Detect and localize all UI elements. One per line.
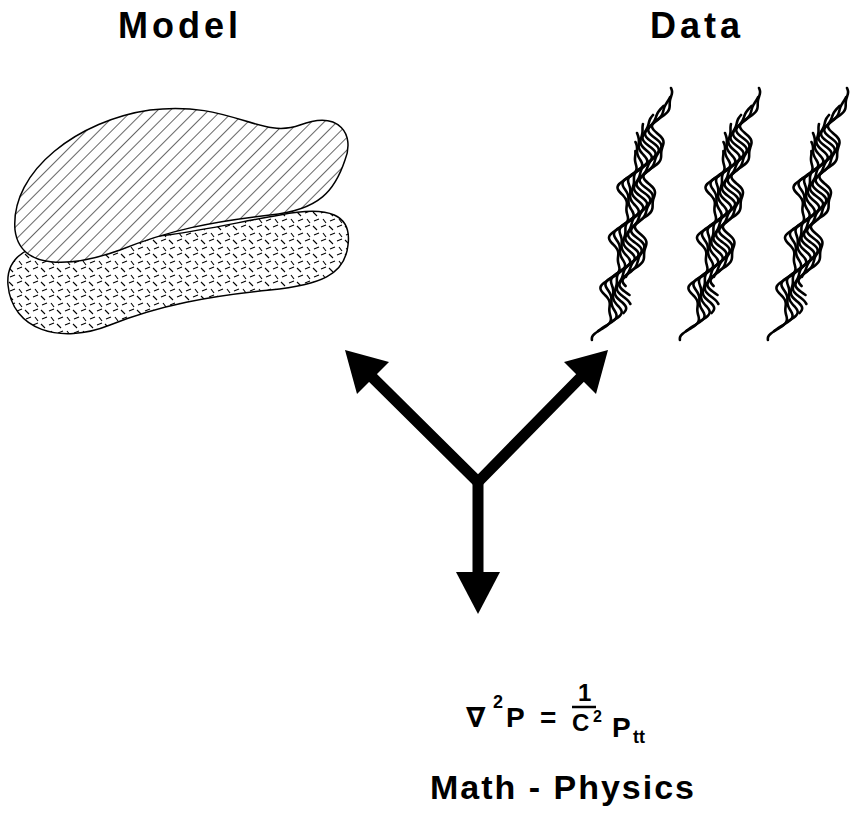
arrow-head: [456, 572, 500, 614]
arrow-shaft: [473, 482, 484, 575]
data-trace: [680, 151, 725, 340]
equation-exponent: 2: [493, 693, 503, 711]
data-trace: [592, 151, 637, 340]
equation-subscript: tt: [633, 728, 645, 746]
heading-label: Data: [650, 8, 744, 44]
equation-symbol: ∇: [466, 704, 486, 732]
fraction-bar: [572, 706, 596, 709]
equation-symbol: =: [540, 704, 556, 732]
arrow-shaft: [373, 378, 478, 482]
model-upper-layer: [15, 108, 348, 262]
equation-symbol: C: [572, 711, 589, 735]
equation-symbol: P: [506, 704, 525, 732]
arrow-shaft: [478, 378, 580, 482]
arrows: [345, 350, 608, 614]
heading-label: Model: [118, 8, 242, 44]
data-traces: [592, 88, 848, 340]
caption-label: Math - Physics: [430, 770, 696, 804]
equation-exponent: 2: [593, 709, 602, 725]
equation-numerator: 1: [578, 681, 591, 705]
equation-symbol: P: [612, 714, 631, 742]
arrow-head: [345, 350, 389, 394]
arrow-head: [564, 350, 608, 394]
data-trace: [768, 151, 813, 340]
